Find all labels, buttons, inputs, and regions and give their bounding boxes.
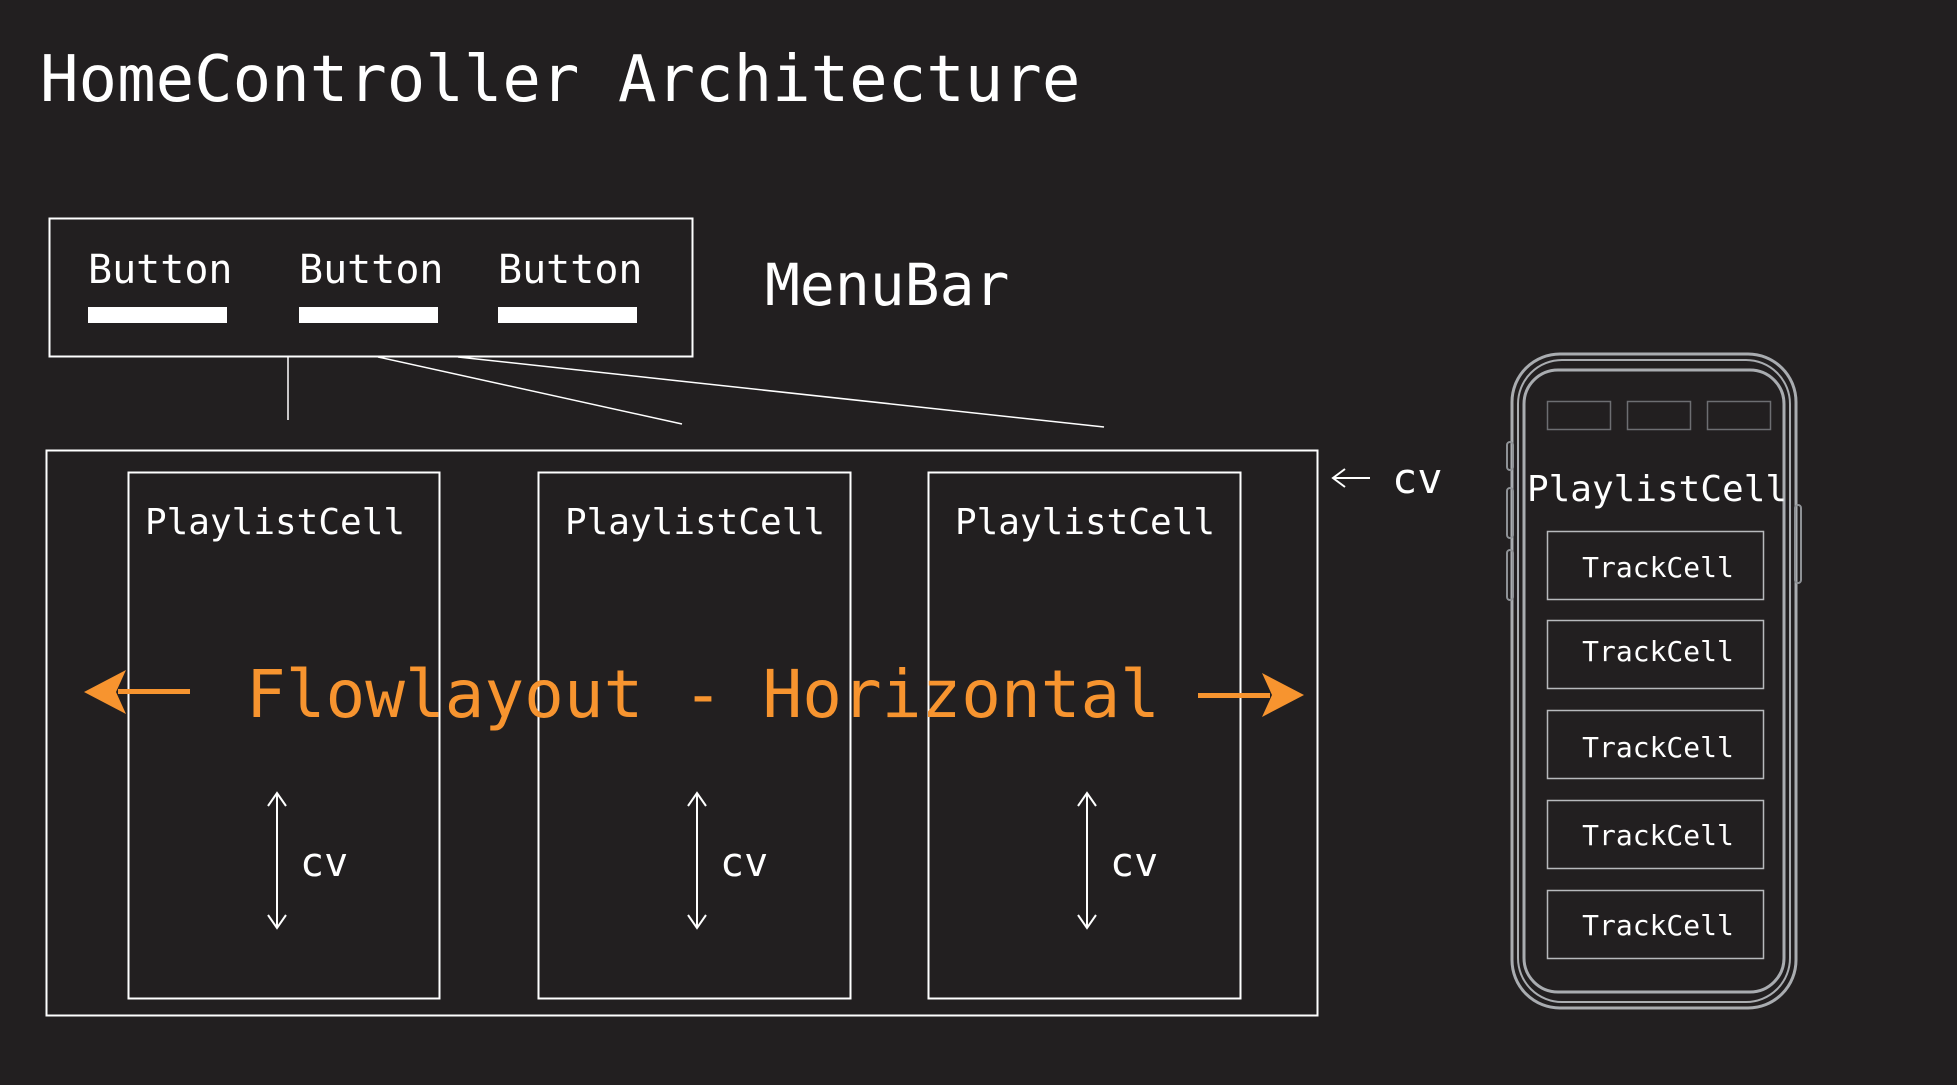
track-cell-2-label: TrackCell	[1582, 635, 1734, 668]
track-cell-4-label: TrackCell	[1582, 819, 1734, 852]
menubar-button-label-2: Button	[299, 247, 444, 293]
playlist-cell-3-label: PlaylistCell	[955, 502, 1215, 543]
inner-cv-label-3: cv	[1110, 840, 1158, 886]
vertical-arrow-1	[267, 791, 287, 930]
flow-layout-label: Flowlayout - Horizontal	[246, 656, 1160, 733]
playlist-cell-1	[127, 471, 441, 1000]
outer-cv-arrow	[1331, 468, 1370, 488]
menubar-button-label-3: Button	[498, 247, 643, 293]
track-cell-3	[1546, 709, 1765, 780]
phone-outer-frame	[1510, 352, 1798, 1010]
phone-playlist-label: PlaylistCell	[1527, 469, 1787, 510]
flow-arrow-left	[84, 670, 190, 714]
track-cell-4	[1546, 799, 1765, 870]
menubar-underline-3	[498, 307, 637, 323]
playlist-cell-3	[927, 471, 1242, 1000]
track-cell-3-label: TrackCell	[1582, 731, 1734, 764]
phone-volume-button-2	[1506, 487, 1514, 539]
phone-screen	[1522, 368, 1786, 994]
track-cell-2	[1546, 619, 1765, 690]
track-cell-5-label: TrackCell	[1582, 909, 1734, 942]
inner-cv-label-2: cv	[720, 840, 768, 886]
playlist-cell-1-label: PlaylistCell	[145, 502, 405, 543]
menubar-underline-1	[88, 307, 227, 323]
outer-cv-label: cv	[1392, 454, 1443, 503]
vertical-arrow-2	[687, 791, 707, 930]
phone-volume-button-1	[1506, 441, 1514, 471]
track-cell-5	[1546, 889, 1765, 960]
menubar-box	[48, 217, 694, 358]
phone-power-button	[1794, 504, 1802, 584]
track-cell-1-label: TrackCell	[1582, 551, 1734, 584]
menubar-button-label-1: Button	[88, 247, 233, 293]
menubar-label: MenuBar	[765, 251, 1009, 319]
flow-arrow-right	[1198, 673, 1304, 717]
diagram-title: HomeController Architecture	[40, 43, 1080, 117]
connector-line-2	[377, 356, 683, 425]
phone-menu-tab-2	[1626, 400, 1692, 431]
menubar-underline-2	[299, 307, 438, 323]
phone-volume-button-3	[1506, 549, 1514, 601]
phone-menu-tab-3	[1706, 400, 1772, 431]
phone-menu-tab-1	[1546, 400, 1612, 431]
playlist-cell-2-label: PlaylistCell	[565, 502, 825, 543]
phone-mockup: PlaylistCell TrackCell TrackCell TrackCe…	[1506, 352, 1802, 1010]
track-cell-1	[1546, 530, 1765, 601]
collection-view-box	[45, 449, 1319, 1017]
inner-cv-label-1: cv	[300, 840, 348, 886]
playlist-cell-2	[537, 471, 852, 1000]
vertical-arrow-3	[1077, 791, 1097, 930]
connector-line-3	[457, 356, 1105, 428]
